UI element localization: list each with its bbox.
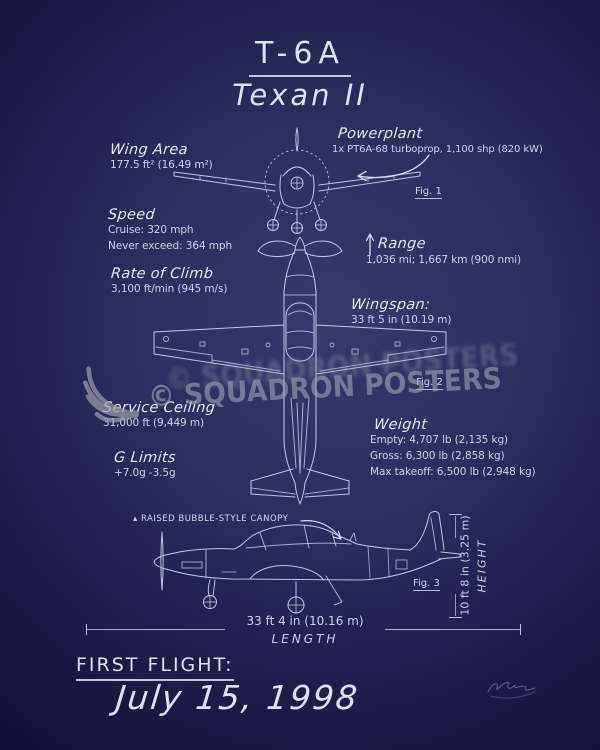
canopy-annotation-text: RAISED BUBBLE-STYLE CANOPY: [140, 514, 289, 524]
spec-wingspan-value: 33 ft 5 in (10.19 m): [351, 314, 452, 326]
canopy-annotation: ▴ RAISED BUBBLE-STYLE CANOPY: [133, 514, 288, 524]
spec-speed-label: Speed: [107, 207, 156, 223]
watermark: © SQUADRON POSTERS © SQUADRON POSTERS: [74, 335, 520, 445]
spec-service-ceiling-value: 31,000 ft (9,449 m): [103, 417, 204, 429]
spec-weight-empty: Empty: 4,707 lb (2,135 kg): [370, 434, 509, 446]
subtitle-block: Texan II: [0, 78, 600, 112]
spec-powerplant-value: 1x PT6A-68 turboprop, 1,100 shp (820 kW): [332, 144, 543, 155]
side-view-drawing: [146, 506, 462, 624]
spec-g-limits-value: +7.0g -3.5g: [114, 467, 176, 479]
fig1-label: Fig. 1: [415, 186, 442, 199]
spec-rate-of-climb-value: 3,100 ft/min (945 m/s): [111, 283, 228, 295]
height-line-top: [455, 516, 456, 538]
height-bottom-tick: [449, 617, 462, 618]
spec-speed: Speed Cruise: 320 mph Never exceed: 364 …: [107, 204, 233, 255]
spec-rate-of-climb-label: Rate of Climb: [110, 266, 214, 282]
height-line-bottom: [455, 594, 456, 616]
canopy-marker-icon: ▴: [133, 514, 138, 524]
spec-powerplant: Powerplant 1x PT6A-68 turboprop, 1,100 s…: [332, 123, 543, 157]
length-line-left: [87, 629, 225, 630]
first-flight-date-block: July 15, 1998: [113, 678, 361, 717]
canopy-arrow-icon: [300, 520, 342, 540]
spec-wing-area-label: Wing Area: [109, 142, 189, 158]
length-line-right: [385, 629, 520, 630]
front-view-drawing: [168, 124, 430, 242]
spec-wingspan: Wingspan: 33 ft 5 in (10.19 m): [350, 294, 452, 329]
first-flight-block: FIRST FLIGHT:: [76, 654, 234, 681]
spec-weight-max-takeoff: Max takeoff: 6,500 lb (2,948 kg): [370, 465, 536, 478]
spec-weight: Weight Empty: 4,707 lb (2,135 kg) Gross:…: [370, 414, 536, 480]
spec-wing-area: Wing Area 177.5 ft² (16.49 m²): [109, 139, 213, 174]
spec-range-value: 1,036 mi; 1,667 km (900 nmi): [366, 254, 522, 266]
spec-service-ceiling: Service Ceiling 31,000 ft (9,449 m): [102, 397, 216, 432]
fig2-label: Fig. 2: [416, 377, 443, 390]
top-view-drawing: [150, 233, 450, 505]
spec-g-limits: G Limits +7.0g -3.5g: [113, 447, 177, 482]
powerplant-arrow-icon: [357, 154, 430, 182]
spec-powerplant-label: Powerplant: [337, 126, 424, 142]
page-subtitle: Texan II: [232, 78, 368, 112]
first-flight-date: July 15, 1998: [113, 678, 361, 717]
spec-wingspan-label: Wingspan:: [350, 297, 431, 313]
spec-weight-gross: Gross: 6,300 lb (2,858 kg): [370, 449, 505, 462]
watermark-logo-icon: [83, 366, 140, 423]
spec-g-limits-label: G Limits: [113, 450, 177, 466]
height-label: HEIGHT: [475, 538, 489, 593]
length-right-tick: [520, 624, 521, 635]
length-value: 33 ft 4 in (10.16 m): [246, 614, 364, 628]
spec-rate-of-climb: Rate of Climb 3,100 ft/min (945 m/s): [110, 263, 228, 298]
title-block: T-6A: [0, 36, 600, 77]
height-top-tick: [449, 514, 462, 515]
length-left-tick: [86, 624, 87, 635]
spec-speed-never-exceed: Never exceed: 364 mph: [108, 239, 233, 252]
range-arrow-icon: [365, 233, 375, 256]
fig3-label: Fig. 3: [413, 578, 440, 591]
spec-range-label: Range: [377, 236, 427, 252]
height-value: 10 ft 8 in (3.25 m): [458, 515, 472, 616]
length-label: LENGTH: [271, 632, 339, 646]
artist-signature: [487, 682, 536, 699]
first-flight-label: FIRST FLIGHT:: [76, 654, 234, 681]
page-title: T-6A: [248, 36, 351, 77]
spec-wing-area-value: 177.5 ft² (16.49 m²): [110, 159, 213, 171]
spec-speed-cruise: Cruise: 320 mph: [108, 224, 194, 236]
spec-range: Range: [377, 233, 427, 252]
